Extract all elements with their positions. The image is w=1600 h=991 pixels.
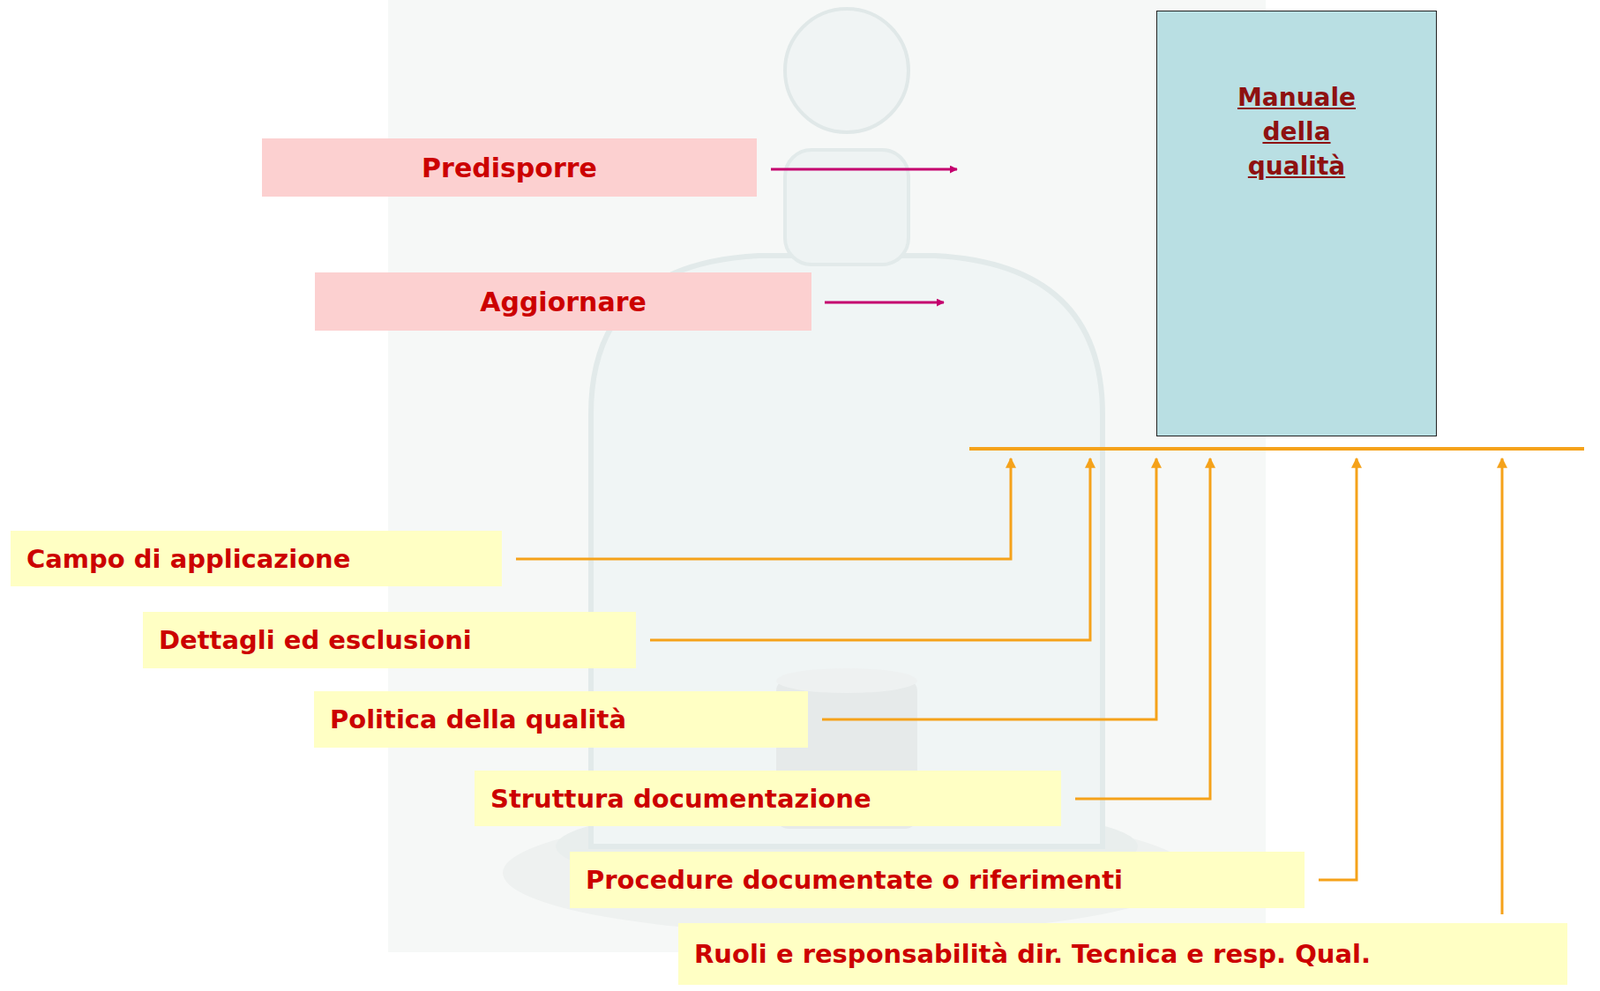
content-label: Politica della qualità <box>314 691 808 748</box>
box-label: Ruoli e responsabilità dir. Tecnica e re… <box>694 939 1371 970</box>
box-label: Predisporre <box>421 152 598 184</box>
leader-line <box>1318 458 1357 881</box>
manual-title: Manuale della qualità <box>1237 80 1356 185</box>
cylinder-top <box>776 668 918 694</box>
action-arrow <box>770 168 958 172</box>
content-bar <box>969 447 1585 451</box>
box-label: Politica della qualità <box>329 704 627 735</box>
jar-knob <box>785 8 909 133</box>
leader-line <box>515 458 1011 560</box>
content-label: Dettagli ed esclusioni <box>142 612 636 669</box>
leader-line <box>650 458 1091 641</box>
action-arrow <box>824 301 944 305</box>
jar-neck <box>785 149 909 265</box>
bell-jar <box>590 255 1103 847</box>
content-label: Struttura documentazione <box>474 770 1062 827</box>
leader-line <box>822 458 1157 720</box>
action-box: Aggiornare <box>314 272 812 331</box>
content-label: Ruoli e responsabilità dir. Tecnica e re… <box>678 923 1568 986</box>
manual-box: Manuale della qualità <box>1156 10 1437 437</box>
content-label: Campo di applicazione <box>10 530 502 587</box>
box-label: Procedure documentate o riferimenti <box>585 865 1123 896</box>
box-label: Campo di applicazione <box>26 544 351 575</box>
content-label: Procedure documentate o riferimenti <box>569 852 1305 909</box>
leader-line <box>1501 458 1504 915</box>
leader-line <box>1075 458 1211 800</box>
box-label: Struttura documentazione <box>490 784 872 815</box>
box-label: Dettagli ed esclusioni <box>158 625 472 656</box>
box-label: Aggiornare <box>479 286 647 318</box>
action-box: Predisporre <box>261 138 757 197</box>
